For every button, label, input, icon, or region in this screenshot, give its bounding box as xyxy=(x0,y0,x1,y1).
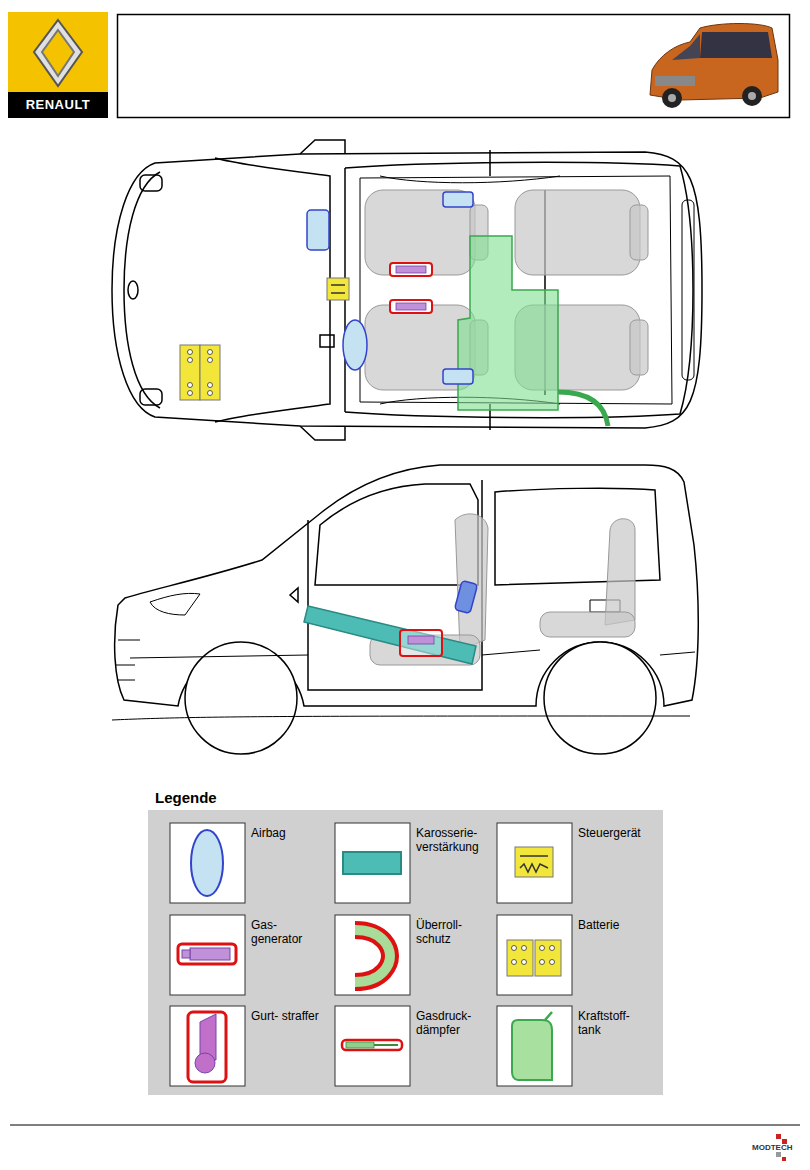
footer-rule xyxy=(10,1125,800,1126)
legend-label: Karosserie- verstärkung xyxy=(416,826,488,855)
legend-label: Kraftstoff- tank xyxy=(578,1009,650,1038)
legend-label: Gas- generator xyxy=(251,918,323,947)
legend-heading: Legende xyxy=(155,789,217,807)
header-box xyxy=(118,15,790,118)
legend-label: Überroll- schutz xyxy=(416,918,488,947)
legend-label: Steuergerät xyxy=(578,826,650,840)
legend-label: Gasdruck- dämpfer xyxy=(416,1009,488,1038)
renault-diamond xyxy=(34,20,82,86)
car-photo xyxy=(650,24,778,109)
car-side-view xyxy=(112,465,698,754)
company-logo-text: MODTECH xyxy=(752,1143,792,1153)
legend-label: Batterie xyxy=(578,918,650,932)
fuel-tank-top xyxy=(458,236,608,426)
components-top xyxy=(180,192,473,400)
seats-side xyxy=(370,514,635,665)
legend-label: Gurt- straffer xyxy=(251,1009,323,1023)
components-side xyxy=(304,580,478,664)
logo-bar xyxy=(8,92,108,118)
legend-label: Airbag xyxy=(251,826,323,840)
legend-panel xyxy=(148,810,663,1095)
brand-name: RENAULT xyxy=(8,97,108,113)
legend-icon-boxes xyxy=(170,823,572,1086)
car-top-view xyxy=(112,140,702,440)
legend-icons xyxy=(178,830,561,1082)
logo-ground xyxy=(8,12,108,118)
